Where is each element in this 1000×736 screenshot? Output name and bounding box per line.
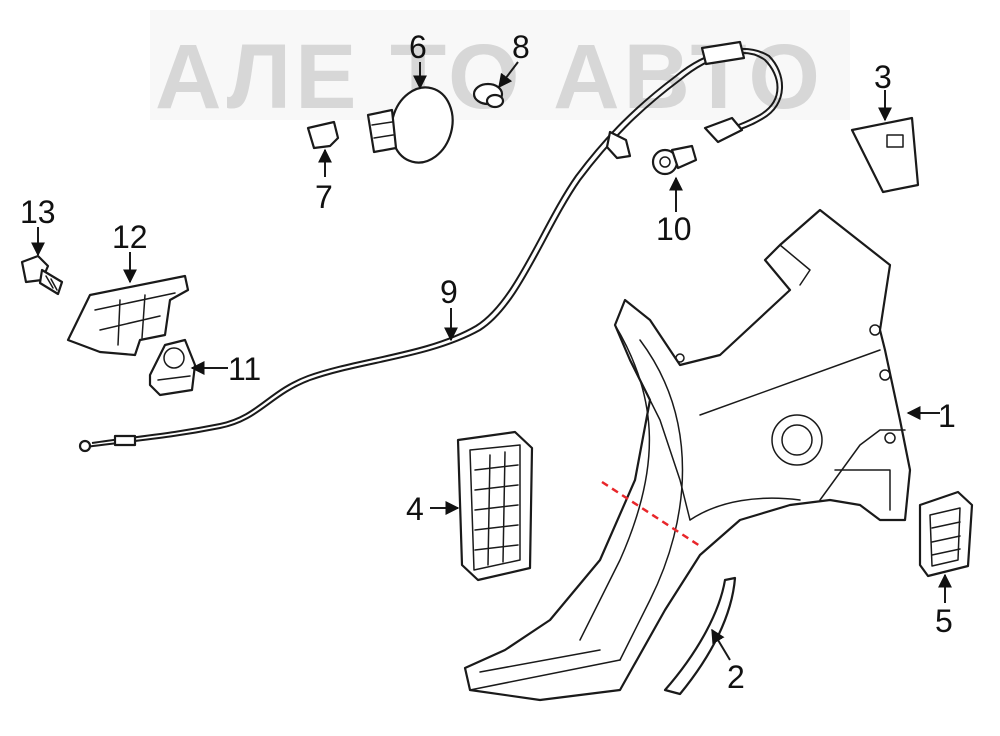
callout-5: 5	[935, 603, 953, 639]
lock-motor	[148, 338, 197, 397]
callout-2: 2	[727, 659, 745, 695]
leader-lines	[31, 61, 952, 661]
quarter-panel	[463, 208, 912, 702]
callout-9: 9	[440, 274, 458, 310]
cut-line	[601, 480, 701, 548]
callout-7: 7	[315, 179, 333, 215]
vent-grille-5	[918, 490, 974, 578]
bolt-13	[20, 254, 64, 296]
callout-13: 13	[20, 194, 56, 230]
fuel-door	[366, 86, 454, 164]
watermark-text: АЛЕ ТО АВТО	[155, 26, 824, 128]
stopper-8	[472, 82, 505, 109]
callout-1: 1	[938, 398, 956, 434]
callout-6: 6	[409, 29, 427, 65]
actuator-10	[651, 144, 698, 176]
callout-numbers: 1 2 3 4 5 6 7 8 9 10 11 12 13	[20, 29, 956, 695]
watermark: АЛЕ ТО АВТО	[150, 10, 850, 128]
vent-grille-4	[456, 430, 534, 582]
callout-3: 3	[874, 59, 892, 95]
clip-7	[306, 120, 340, 150]
release-cable	[78, 40, 783, 453]
wheel-arch-molding	[663, 576, 737, 696]
callout-4: 4	[406, 491, 424, 527]
callout-11: 11	[228, 351, 261, 387]
callout-12: 12	[112, 219, 148, 255]
callout-8: 8	[512, 29, 530, 65]
callout-10: 10	[656, 211, 692, 247]
bracket-12	[66, 274, 190, 357]
panel-piece	[850, 116, 920, 194]
